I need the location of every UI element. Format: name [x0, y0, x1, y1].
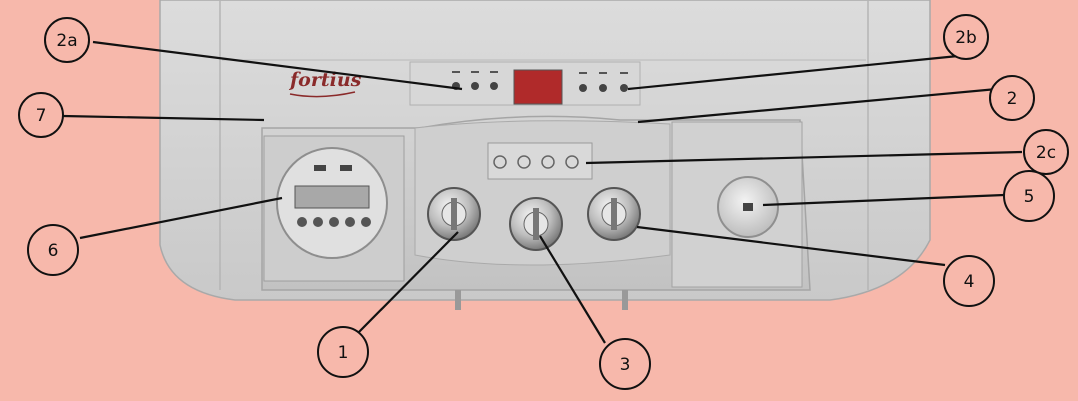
knob-3[interactable]: [510, 198, 562, 250]
callout-2c: 2c: [1024, 130, 1068, 174]
timer-button[interactable]: [329, 217, 339, 227]
digital-display: [514, 70, 562, 104]
callout-3-label: 3: [620, 355, 631, 375]
function-selector-icons: [488, 143, 592, 179]
callout-2a: 2a: [45, 18, 89, 62]
knob-1[interactable]: [428, 188, 480, 240]
callout-7: 7: [19, 93, 63, 137]
callout-1: 1: [318, 327, 368, 377]
timer-display: [295, 186, 369, 208]
callout-2: 2: [990, 76, 1034, 120]
callout-2b: 2b: [944, 15, 988, 59]
callout-2b-label: 2b: [955, 28, 977, 48]
callout-2-label: 2: [1007, 89, 1018, 109]
timer-clock: [264, 136, 404, 281]
timer-button[interactable]: [313, 217, 323, 227]
timer-button[interactable]: [345, 217, 355, 227]
callout-2a-label: 2a: [56, 31, 77, 51]
callout-2c-label: 2c: [1036, 143, 1056, 163]
callout-7-label: 7: [36, 106, 47, 126]
callout-4-label: 4: [964, 272, 975, 292]
callout-6-label: 6: [48, 241, 59, 261]
display-strip: [410, 62, 640, 105]
callout-4: 4: [944, 256, 994, 306]
timer-button[interactable]: [361, 217, 371, 227]
callout-5-label: 5: [1024, 187, 1035, 207]
callout-3: 3: [600, 339, 650, 389]
timer-button[interactable]: [297, 217, 307, 227]
knob-4[interactable]: [588, 188, 640, 240]
callout-5: 5: [1004, 171, 1054, 221]
callout-1-label: 1: [338, 343, 349, 363]
callout-6: 6: [28, 225, 78, 275]
